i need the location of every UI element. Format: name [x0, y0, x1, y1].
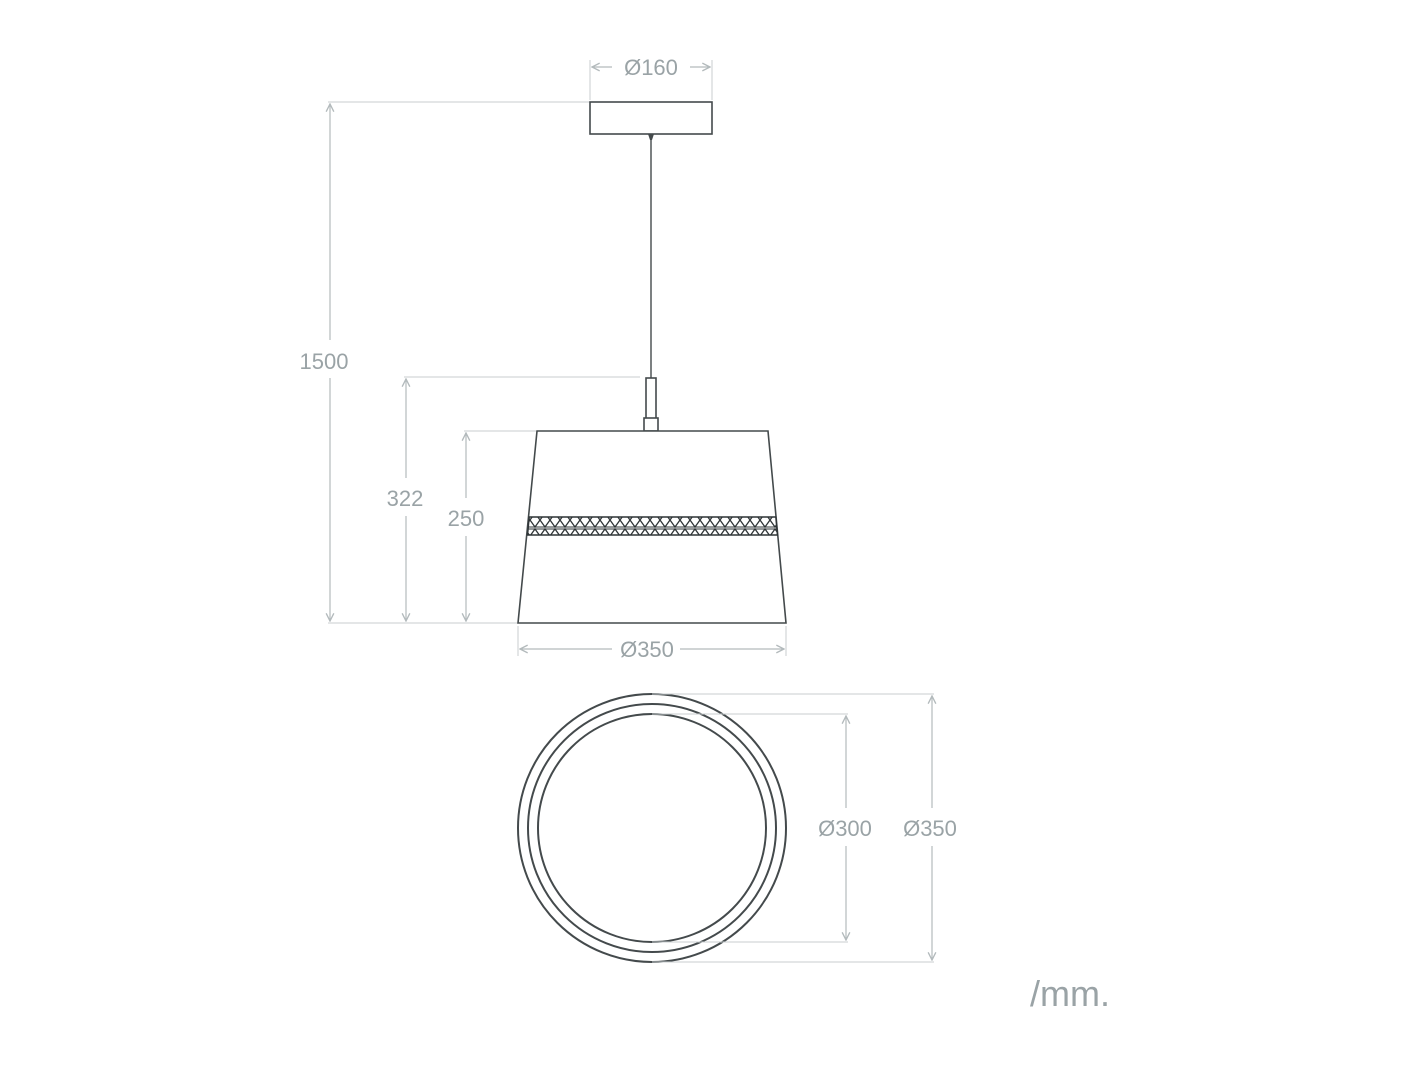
- lamp-holder-collar: [643, 417, 659, 432]
- canopy-diameter-label: Ø160: [624, 55, 678, 80]
- cable-grip: [648, 134, 654, 140]
- lamp-holder: [645, 377, 657, 421]
- outer-rim-circle: [517, 693, 787, 963]
- outer-diameter-label: Ø350: [903, 816, 957, 841]
- lamp-height-label: 322: [387, 486, 424, 511]
- shade-height-label: 250: [448, 506, 485, 531]
- inner-diameter-label: Ø300: [818, 816, 872, 841]
- shade-bottom-diameter-label: Ø350: [620, 637, 674, 662]
- unit-label: /mm.: [1030, 973, 1110, 1014]
- total-height-label: 1500: [300, 349, 349, 374]
- ceiling-canopy: [589, 101, 713, 135]
- front-view: Ø160 1500 322 250 Ø350: [300, 55, 787, 662]
- shade-lace-band: [526, 516, 779, 536]
- middle-rim-circle: [527, 703, 777, 953]
- top-view: Ø300 Ø350: [517, 693, 957, 963]
- inner-rim-circle: [537, 713, 767, 943]
